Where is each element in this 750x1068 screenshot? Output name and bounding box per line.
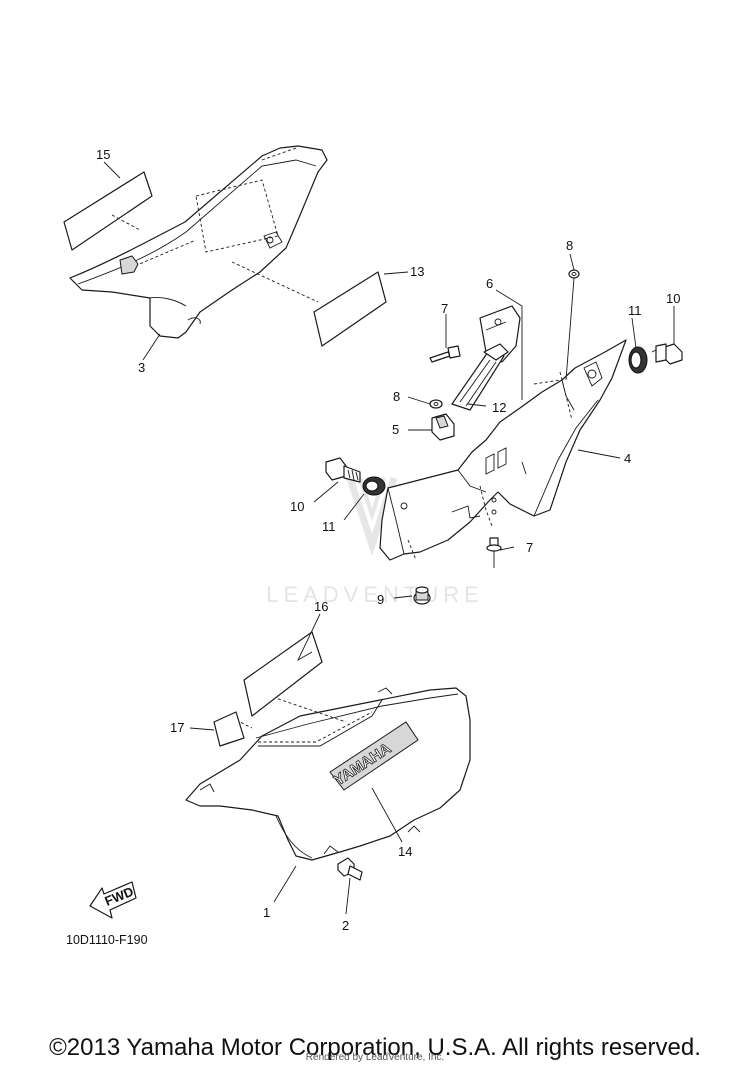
part-7-rivet-upper xyxy=(429,345,461,363)
label-16-decal xyxy=(243,631,323,717)
label-15-decal xyxy=(63,171,153,251)
callout-7-upper: 7 xyxy=(441,301,448,316)
callout-10-left: 10 xyxy=(290,499,304,514)
callout-8-lower: 8 xyxy=(393,389,400,404)
callout-11-right: 11 xyxy=(628,303,642,318)
callout-13: 13 xyxy=(410,264,424,279)
callout-16: 16 xyxy=(314,599,328,614)
part-11-grommet-right xyxy=(628,346,648,374)
callout-2: 2 xyxy=(342,918,349,933)
part-1-lower-side-cover: YAMAHA xyxy=(185,687,471,861)
part-12-strap xyxy=(451,343,509,411)
callout-8-upper: 8 xyxy=(566,238,573,253)
watermark-text: LEADVENTURE xyxy=(266,582,484,607)
part-7-rivet-lower xyxy=(486,537,502,568)
callout-6: 6 xyxy=(486,276,493,291)
part-9-grommet xyxy=(413,586,431,605)
callout-5: 5 xyxy=(392,422,399,437)
callout-11-left: 11 xyxy=(322,519,336,534)
diagram-code: 10D1110-F190 xyxy=(66,933,148,947)
callout-numbers: 15 3 13 6 7 8 11 10 8 12 5 4 10 11 7 9 1… xyxy=(96,147,680,933)
callout-12: 12 xyxy=(492,400,506,415)
part-8-washer-lower xyxy=(429,399,443,409)
part-8-washer-upper xyxy=(568,269,580,279)
callout-10-right: 10 xyxy=(666,291,680,306)
fwd-arrow-icon: FWD xyxy=(89,881,137,919)
label-13-decal xyxy=(231,261,387,347)
label-17-decal xyxy=(213,711,245,747)
callout-4: 4 xyxy=(624,451,631,466)
rendered-by-notice: Rendered by LeadVenture, Inc. xyxy=(305,1052,445,1063)
part-4-mounting-panel xyxy=(379,339,627,561)
callout-1: 1 xyxy=(263,905,270,920)
part-10-bolt-right xyxy=(651,343,683,365)
leader-lines xyxy=(103,161,675,915)
copyright-notice: ©2013 Yamaha Motor Corporation, U.S.A. A… xyxy=(49,1034,701,1061)
callout-9: 9 xyxy=(377,592,384,607)
callout-7-lower: 7 xyxy=(526,540,533,555)
part-5-clip xyxy=(431,413,455,441)
part-11-grommet-left xyxy=(362,476,386,496)
callout-17: 17 xyxy=(170,720,184,735)
callout-14: 14 xyxy=(398,844,412,859)
callout-3: 3 xyxy=(138,360,145,375)
part-2-screw xyxy=(337,857,363,881)
part-3-upper-side-cover xyxy=(69,145,328,339)
part-10-bolt-left xyxy=(325,457,361,483)
callout-15: 15 xyxy=(96,147,110,162)
